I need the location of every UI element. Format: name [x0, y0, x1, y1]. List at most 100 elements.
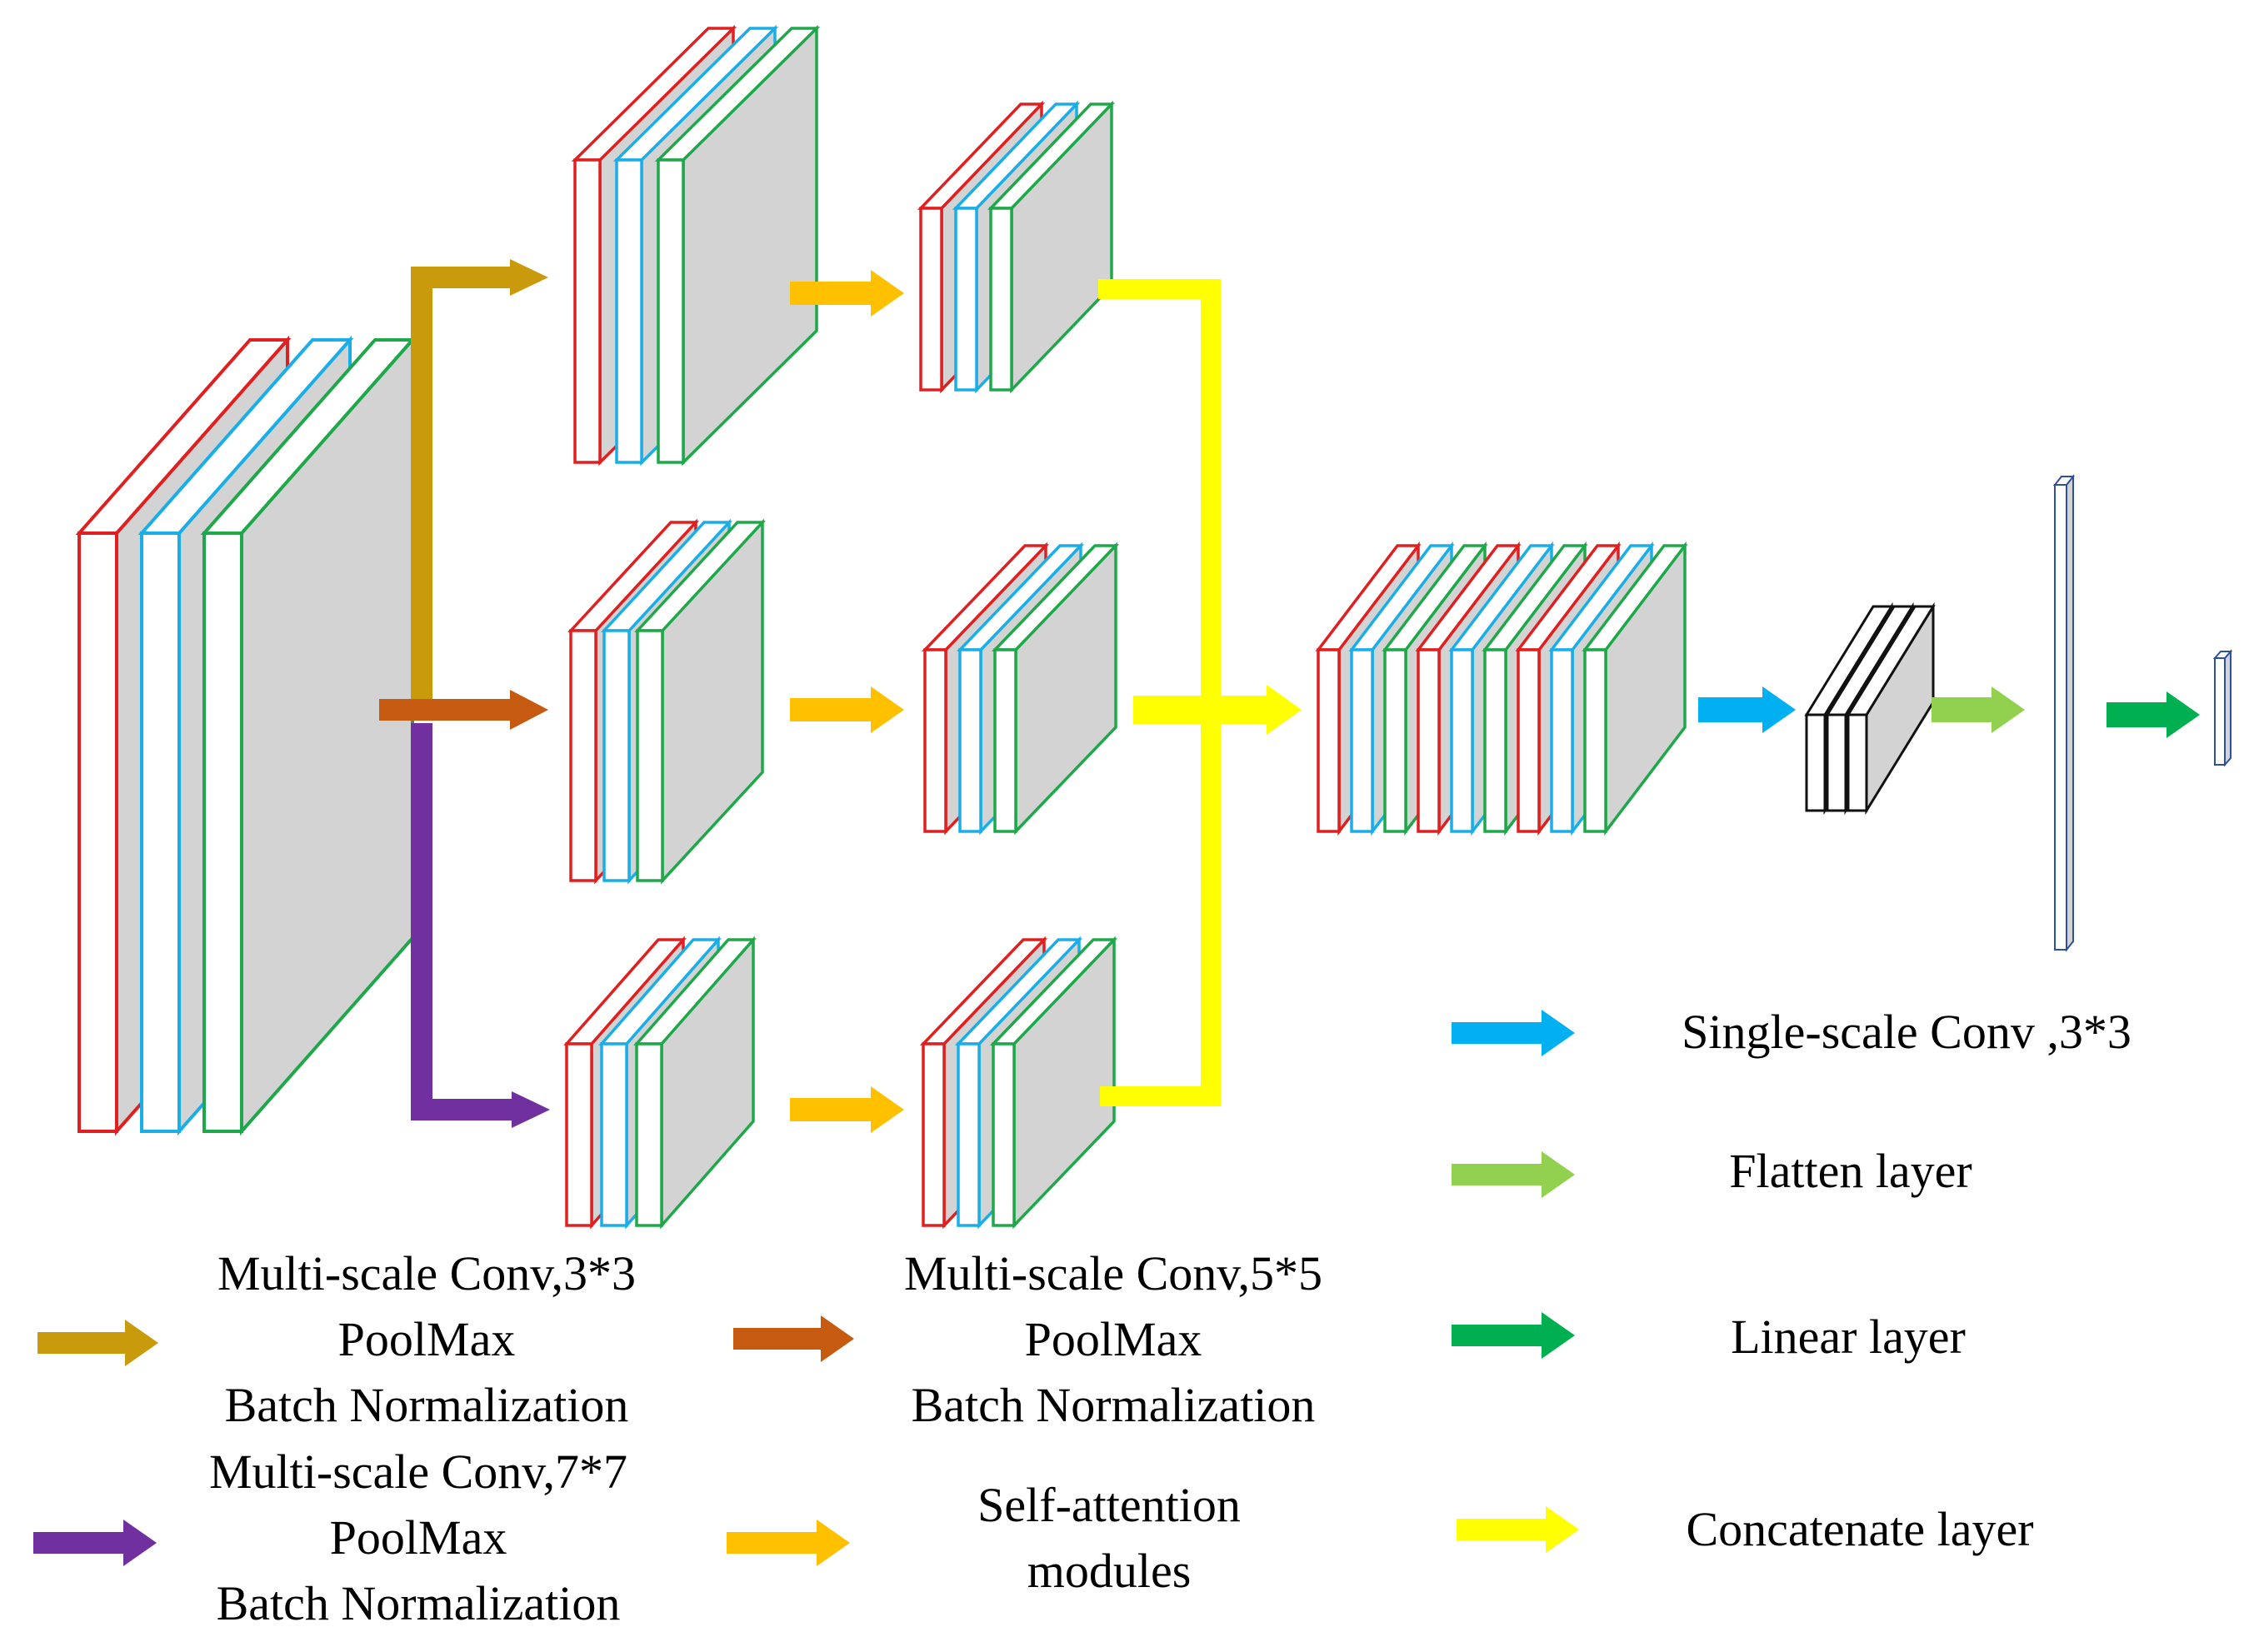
- legend-label-conv3-line3: Batch Normalization: [225, 1378, 629, 1432]
- legend-arrow-conv3: [37, 1320, 158, 1366]
- slab-front-face: [1317, 648, 1341, 833]
- slab-front-face: [1350, 648, 1374, 833]
- legend-item-flatten: Flatten layer: [1452, 1144, 1972, 1198]
- legend-label-concat: Concatenate layer: [1686, 1502, 2033, 1556]
- feature-map-slab: [633, 936, 757, 1230]
- legend-label-conv3-line1: Multi-scale Conv,3*3: [217, 1246, 636, 1300]
- slab-front-face: [923, 648, 947, 833]
- slab-front-face: [1517, 648, 1541, 833]
- legend-item-concat: Concatenate layer: [1457, 1502, 2034, 1556]
- slab-front-face: [2214, 657, 2226, 766]
- slab-front-face: [1805, 713, 1827, 812]
- arrow-flatten: [1932, 686, 2025, 733]
- legend-arrow-shape: [33, 1520, 157, 1566]
- arrow-single-conv: [1698, 686, 1796, 733]
- arrow-attention-middle: [790, 686, 904, 733]
- legend-arrow-shape: [1452, 1312, 1575, 1359]
- slab-front-face: [2054, 484, 2067, 951]
- legend-arrow-shape: [733, 1315, 854, 1362]
- slab-front-face: [1483, 648, 1507, 833]
- arrow-attention-bottom: [790, 1086, 904, 1133]
- legend-label-conv5-line1: Multi-scale Conv,5*5: [904, 1246, 1322, 1300]
- feature-map-slab: [1846, 601, 1936, 816]
- slab-front-face: [569, 629, 597, 882]
- feature-map-slab: [1582, 541, 1688, 836]
- legend-arrow-conv5: [733, 1315, 854, 1362]
- legend-item-attention: Self-attention modules: [727, 1478, 1241, 1598]
- legend-arrow-linear: [1452, 1312, 1575, 1359]
- legend-label-flatten: Flatten layer: [1729, 1144, 1972, 1198]
- branch-middle-attention-block: [921, 542, 1120, 836]
- feature-map-blocks: [75, 24, 2233, 1230]
- flow-arrows: [379, 259, 2200, 1133]
- legend: Multi-scale Conv,3*3 PoolMax Batch Norma…: [33, 1005, 2132, 1630]
- slab-front-face: [957, 1042, 981, 1227]
- legend-label-conv7-line2: PoolMax: [330, 1510, 507, 1565]
- feature-map-slab: [987, 100, 1116, 394]
- feature-map-slab: [991, 542, 1120, 836]
- slab-front-face: [202, 532, 243, 1133]
- slab-front-face: [993, 648, 1017, 833]
- single-conv-block: [1804, 601, 1936, 816]
- feature-map-slab: [654, 24, 821, 467]
- slab-front-face: [1383, 648, 1407, 833]
- slab-front-face: [989, 207, 1013, 392]
- branch-bottom-block: [563, 936, 757, 1230]
- slab-side-face: [2066, 474, 2074, 952]
- legend-item-linear: Linear layer: [1452, 1310, 1966, 1364]
- feature-map-slab: [989, 936, 1118, 1230]
- output-vector: [2212, 649, 2233, 767]
- legend-arrow-shape: [1452, 1010, 1575, 1056]
- legend-label-conv7-line1: Multi-scale Conv,7*7: [209, 1445, 627, 1499]
- slab-front-face: [615, 158, 643, 464]
- arrow-concat: [1133, 685, 1302, 735]
- slab-front-face: [922, 1042, 946, 1227]
- feature-map-slab: [200, 335, 417, 1136]
- slab-front-face: [958, 648, 982, 833]
- legend-label-conv7-line3: Batch Normalization: [217, 1576, 621, 1630]
- legend-label-conv5-line2: PoolMax: [1025, 1312, 1202, 1366]
- slab-front-face: [954, 207, 978, 392]
- slab-front-face: [1583, 648, 1607, 833]
- legend-arrow-shape: [727, 1520, 850, 1566]
- legend-arrow-single-conv: [1452, 1010, 1575, 1056]
- slab-front-face: [635, 1042, 663, 1227]
- slab-side-face: [2224, 649, 2232, 767]
- slab-front-face: [919, 207, 943, 392]
- branch-top-block: [571, 24, 821, 467]
- flatten-vector: [2052, 474, 2076, 952]
- connectors: [411, 267, 1221, 1120]
- legend-item-conv5: Multi-scale Conv,5*5 PoolMax Batch Norma…: [733, 1246, 1322, 1432]
- legend-arrow-shape: [37, 1320, 158, 1366]
- legend-arrow-attention: [727, 1520, 850, 1566]
- input-feature-block: [75, 335, 417, 1136]
- branch-middle-block: [567, 518, 766, 885]
- legend-arrow-conv7: [33, 1520, 157, 1566]
- arrow-conv3: [492, 259, 548, 296]
- slab-front-face: [1417, 648, 1441, 833]
- branch-top-attention-block: [917, 100, 1116, 394]
- connector-conv3: [411, 267, 504, 710]
- feature-map-slab: [634, 518, 766, 885]
- legend-arrow-flatten: [1452, 1151, 1575, 1198]
- legend-arrow-shape: [1457, 1506, 1579, 1553]
- slab-front-face: [565, 1042, 593, 1227]
- arrow-conv5: [379, 690, 548, 730]
- slab-front-face: [77, 532, 118, 1133]
- concatenated-block: [1315, 541, 1688, 836]
- slab-front-face: [573, 158, 602, 464]
- arrow-conv7: [492, 1091, 550, 1128]
- legend-arrow-shape: [1452, 1151, 1575, 1198]
- legend-item-conv3: Multi-scale Conv,3*3 PoolMax Batch Norma…: [37, 1246, 636, 1432]
- legend-label-attention-line1: Self-attention: [977, 1478, 1241, 1532]
- connector-conv7: [411, 723, 504, 1120]
- slab-front-face: [1826, 713, 1847, 812]
- connector-concat: [1098, 279, 1221, 1106]
- slab-front-face: [600, 1042, 628, 1227]
- legend-arrow-concat: [1457, 1506, 1579, 1553]
- arrow-linear: [2107, 691, 2200, 738]
- slab-front-face: [1450, 648, 1474, 833]
- slab-front-face: [1550, 648, 1574, 833]
- legend-label-attention-line2: modules: [1027, 1544, 1192, 1598]
